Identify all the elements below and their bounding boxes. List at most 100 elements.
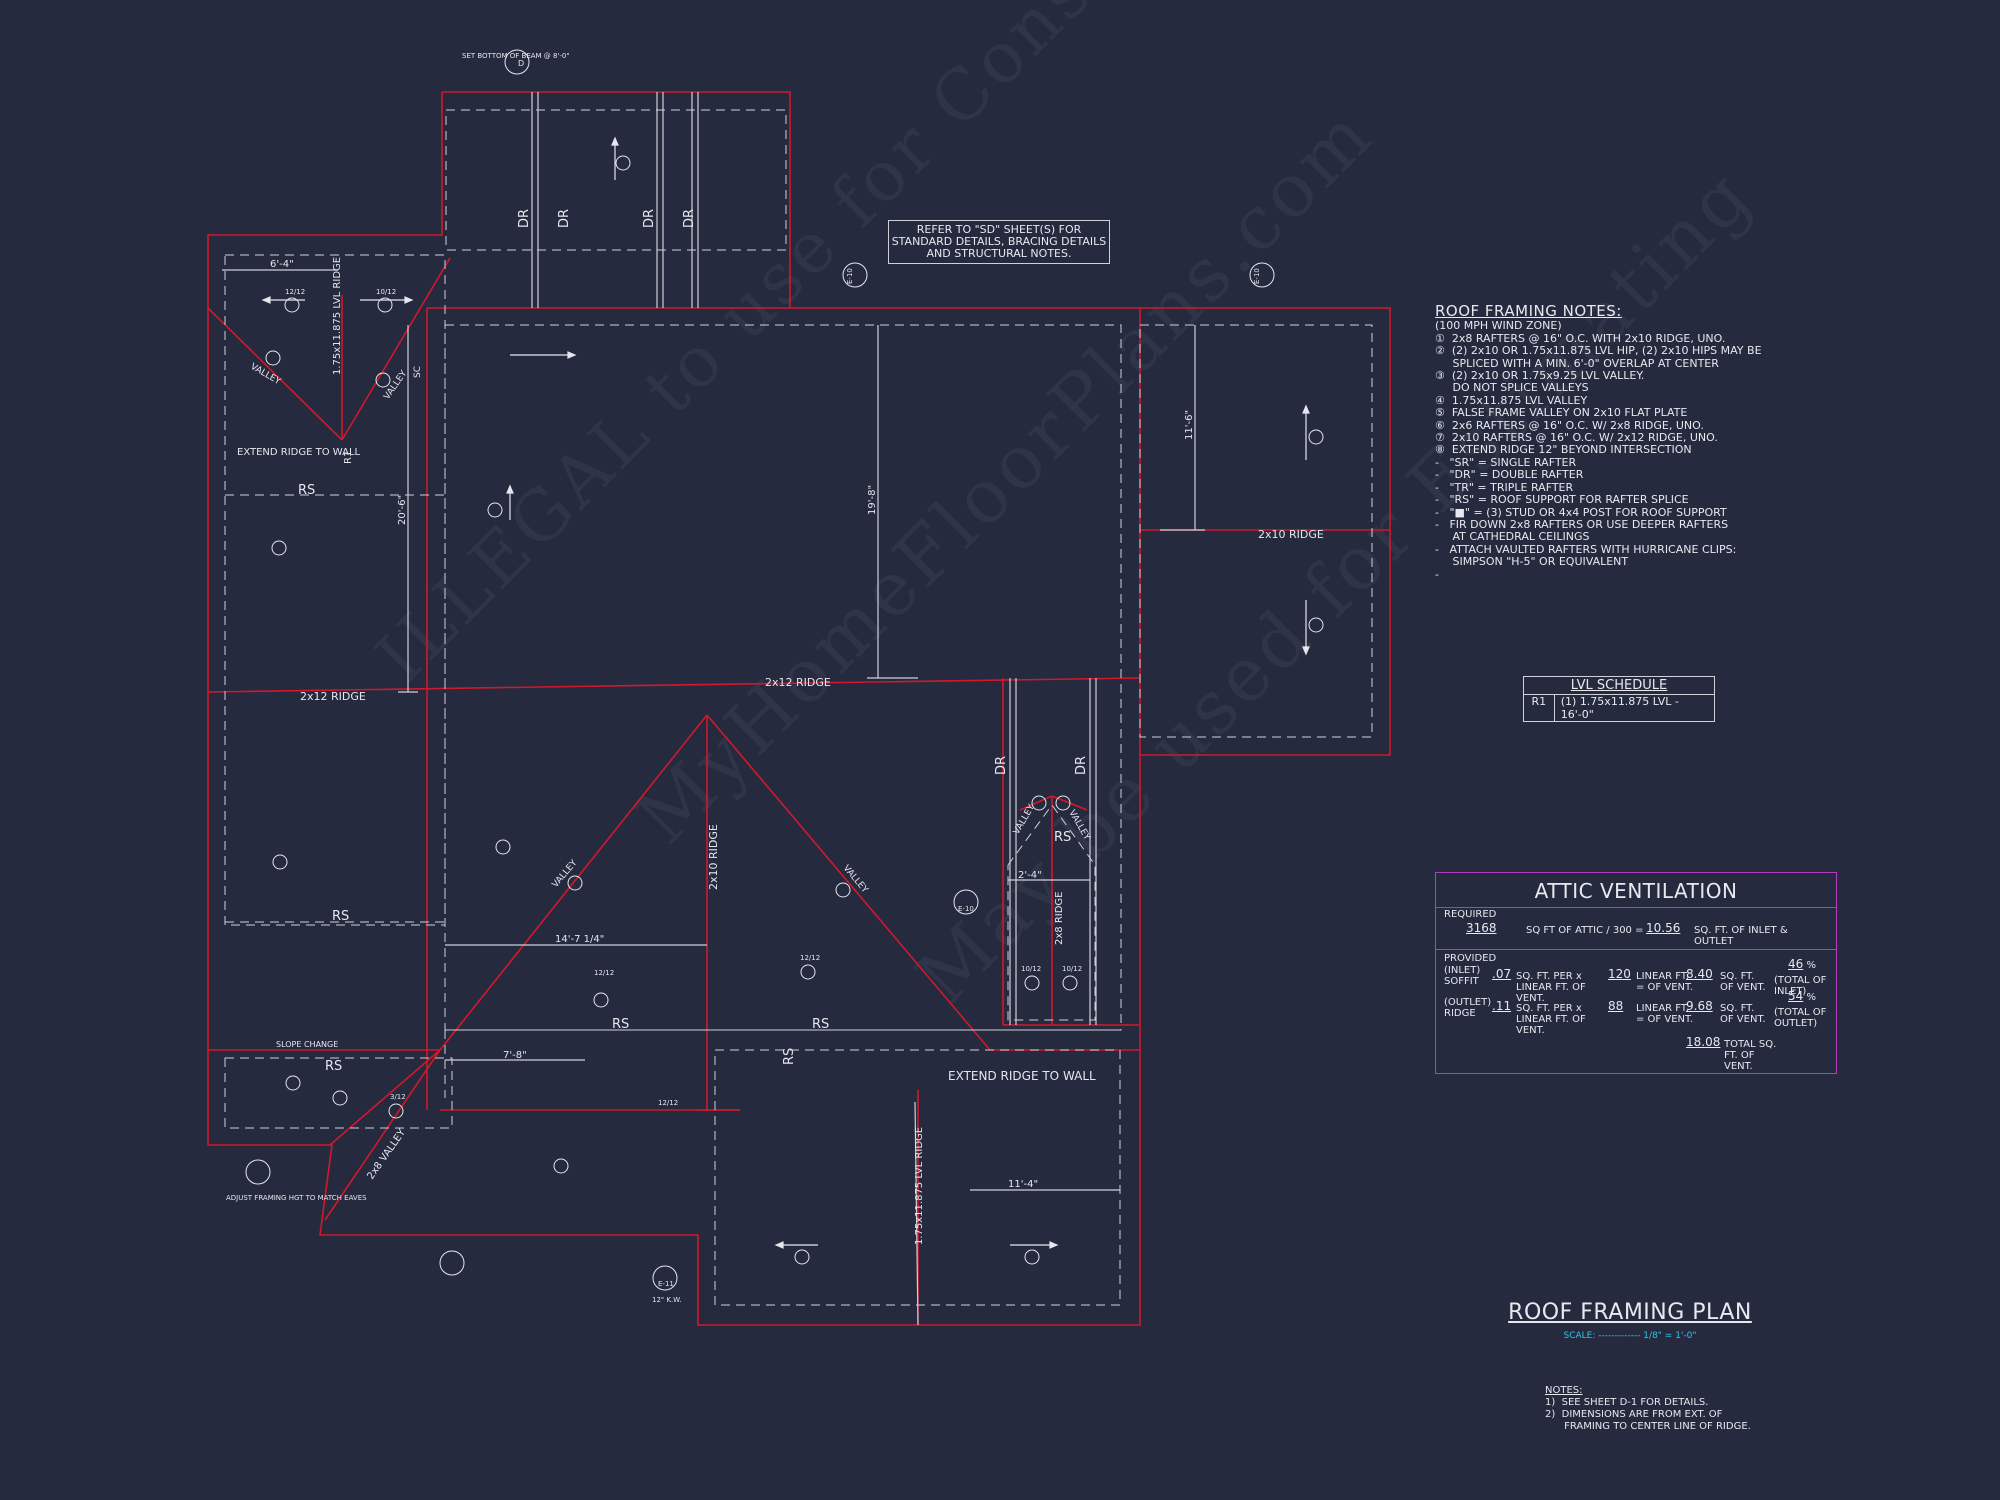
- provided-label: PROVIDED: [1444, 953, 1497, 964]
- slope-change: SLOPE CHANGE: [276, 1040, 338, 1049]
- sheet-notes-title: NOTES:: [1545, 1385, 1583, 1396]
- roof-note-line: SIMPSON "H-5" OR EQUIVALENT: [1435, 555, 1629, 569]
- lvl-schedule: LVL SCHEDULE R1 (1) 1.75x11.875 LVL - 16…: [1523, 676, 1715, 722]
- lvl-ridge-top: 1.75x11.875 LVL RIDGE: [332, 257, 343, 375]
- ridge-per-text: SQ. FT. PER x LINEAR FT. OF VENT.: [1516, 1003, 1586, 1036]
- required-label: REQUIRED: [1444, 909, 1497, 920]
- rafter-lines: [222, 92, 1205, 1326]
- pitch-arrows: [261, 136, 1310, 1249]
- rs-label-1: RS: [298, 483, 315, 498]
- roof-note-line: - "TR" = TRIPLE RAFTER: [1435, 480, 1574, 494]
- rs-label-2: RS: [332, 909, 349, 924]
- pitch-label-3: 12/12: [594, 969, 614, 977]
- lvl-mark: R1: [1524, 695, 1555, 721]
- soffit-per-value: .07: [1492, 967, 1512, 981]
- attic-sqft-value: 3168: [1466, 921, 1497, 935]
- lvl-description: (1) 1.75x11.875 LVL - 16'-0": [1560, 695, 1679, 721]
- roof-note-line: ④ 1.75x11.875 LVL VALLEY: [1435, 393, 1588, 407]
- roof-note-line: - "SR" = SINGLE RAFTER: [1435, 455, 1577, 469]
- dr-label-6: DR: [1074, 756, 1089, 775]
- lvl-ridge-bottom: 1.75x11.875 LVL RIDGE: [914, 1127, 925, 1245]
- valley-2x8: 2x8 VALLEY: [365, 1127, 408, 1182]
- roof-note-line: ② (2) 2x10 OR 1.75x11.875 LVL HIP, (2) 2…: [1435, 344, 1762, 358]
- roof-note-line: - "RS" = ROOF SUPPORT FOR RAFTER SPLICE: [1435, 493, 1689, 507]
- required-formula: SQ FT OF ATTIC / 300 =: [1526, 925, 1644, 936]
- set-bottom-note: SET BOTTOM OF BEAM @ 8'-0": [462, 52, 570, 60]
- rs-label-5: RS: [1054, 830, 1071, 845]
- callout-e11: E-11: [658, 1280, 674, 1288]
- lvl-schedule-row: R1 (1) 1.75x11.875 LVL - 16'-0": [1524, 695, 1714, 721]
- roof-note-line: -: [1435, 567, 1439, 581]
- pitch-label-7: 10/12: [1021, 965, 1041, 973]
- roof-note-line: ① 2x8 RAFTERS @ 16" O.C. WITH 2x10 RIDGE…: [1435, 331, 1726, 345]
- sheet-note-line: FRAMING TO CENTER LINE OF RIDGE.: [1545, 1421, 1751, 1432]
- soffit-lf-text: LINEAR FT. = OF VENT.: [1636, 971, 1694, 993]
- sheet-note-line: 2) DIMENSIONS ARE FROM EXT. OF: [1545, 1409, 1723, 1420]
- callout-circles: [245, 49, 1324, 1291]
- rs-label-6: RS: [325, 1059, 342, 1074]
- dim-11-6: 11'-6": [1184, 410, 1195, 440]
- lvl-schedule-title: LVL SCHEDULE: [1524, 677, 1714, 695]
- framing-dashed: [224, 109, 1373, 1306]
- roof-note-line: ⑦ 2x10 RAFTERS @ 16" O.C. W/ 2x12 RIDGE,…: [1435, 431, 1718, 445]
- dr-label-4: DR: [682, 209, 697, 228]
- ridge-2x12-center: 2x12 RIDGE: [765, 676, 831, 689]
- ridge-sqft-text: SQ. FT. OF VENT.: [1720, 1003, 1766, 1025]
- callout-e10-2: E-10: [1253, 268, 1261, 284]
- rs-label-7: RS: [782, 1048, 797, 1065]
- callout-e10-1: E-10: [846, 268, 854, 284]
- roof-note-line: - ATTACH VAULTED RAFTERS WITH HURRICANE …: [1435, 542, 1737, 556]
- required-unit: SQ. FT. OF INLET & OUTLET: [1694, 925, 1788, 947]
- total-vent-text: TOTAL SQ. FT. OF VENT.: [1724, 1039, 1777, 1072]
- ridge-label: (OUTLET) RIDGE: [1444, 997, 1492, 1019]
- roof-note-line: (100 MPH WIND ZONE): [1435, 319, 1562, 333]
- attic-ventilation-table: ATTIC VENTILATION REQUIRED 3168 SQ FT OF…: [1435, 872, 1837, 1074]
- dim-11-4: 11'-4": [1008, 1179, 1038, 1190]
- roof-note-line: - FIR DOWN 2x8 RAFTERS OR USE DEEPER RAF…: [1435, 517, 1729, 531]
- reference-note: REFER TO "SD" SHEET(S) FOR STANDARD DETA…: [888, 220, 1110, 264]
- total-vent-value: 18.08: [1686, 1035, 1721, 1049]
- attic-title: ATTIC VENTILATION: [1436, 873, 1836, 908]
- pitch-label-2: 10/12: [376, 288, 396, 296]
- roof-framing-notes: ROOF FRAMING NOTES: (100 MPH WIND ZONE) …: [1435, 302, 1835, 581]
- dr-label-2: DR: [557, 209, 572, 228]
- ridge-2x10-right: 2x10 RIDGE: [1258, 528, 1324, 541]
- dim-19-8: 19'-8": [867, 485, 878, 515]
- extend-ridge-note-left: EXTEND RIDGE TO WALL: [237, 447, 361, 458]
- roof-note-line: ③ (2) 2x10 OR 1.75x9.25 LVL VALLEY.: [1435, 369, 1645, 383]
- soffit-lf-value: 120: [1608, 967, 1631, 981]
- plan-scale: SCALE: ------------- 1/8" = 1'-0": [1563, 1331, 1697, 1341]
- inlet-percent-text: (TOTAL OF INLET): [1774, 975, 1827, 997]
- callout-d-1: D: [518, 59, 524, 68]
- roof-notes-title: ROOF FRAMING NOTES:: [1435, 302, 1622, 320]
- ridge-2x10-center: 2x10 RIDGE: [707, 824, 720, 890]
- ridge-percent: 54: [1788, 989, 1804, 1003]
- callout-12kw: 12" K.W.: [652, 1296, 682, 1304]
- dr-label-3: DR: [642, 209, 657, 228]
- sheet-note-line: 1) SEE SHEET D-1 FOR DETAILS.: [1545, 1397, 1709, 1408]
- soffit-sqft-text: SQ. FT. OF VENT.: [1720, 971, 1766, 993]
- ridge-2x12-left: 2x12 RIDGE: [300, 690, 366, 703]
- dim-20-6: 20'-6": [397, 495, 408, 525]
- dim-6-4: 6'-4": [270, 259, 294, 270]
- sheet-notes: NOTES:1) SEE SHEET D-1 FOR DETAILS.2) DI…: [1545, 1385, 1751, 1433]
- soffit-percent: 46: [1788, 957, 1804, 971]
- soffit-total-value: 8.40: [1686, 967, 1713, 981]
- dim-2-4: 2'-4": [1018, 870, 1042, 881]
- sc-tag: SC: [413, 366, 423, 378]
- pitch-label-6: 12/12: [658, 1099, 678, 1107]
- ridge-lf-value: 88: [1608, 999, 1624, 1013]
- dr-label-5: DR: [994, 756, 1009, 775]
- roof-note-line: SPLICED WITH A MIN. 6'-0" OVERLAP AT CEN…: [1435, 356, 1719, 370]
- dr-label-1: DR: [517, 209, 532, 228]
- ridge-per-value: .11: [1492, 999, 1512, 1013]
- callout-e10-3: E-10: [958, 905, 974, 913]
- rs-label-4: RS: [812, 1017, 829, 1032]
- rs-label-3: RS: [612, 1017, 629, 1032]
- dim-7-8: 7'-8": [503, 1050, 527, 1061]
- pitch-label-8: 10/12: [1062, 965, 1082, 973]
- roof-note-line: DO NOT SPLICE VALLEYS: [1435, 381, 1589, 395]
- plan-title: ROOF FRAMING PLAN: [1508, 1300, 1752, 1325]
- dim-14-7: 14'-7 1/4": [555, 934, 604, 945]
